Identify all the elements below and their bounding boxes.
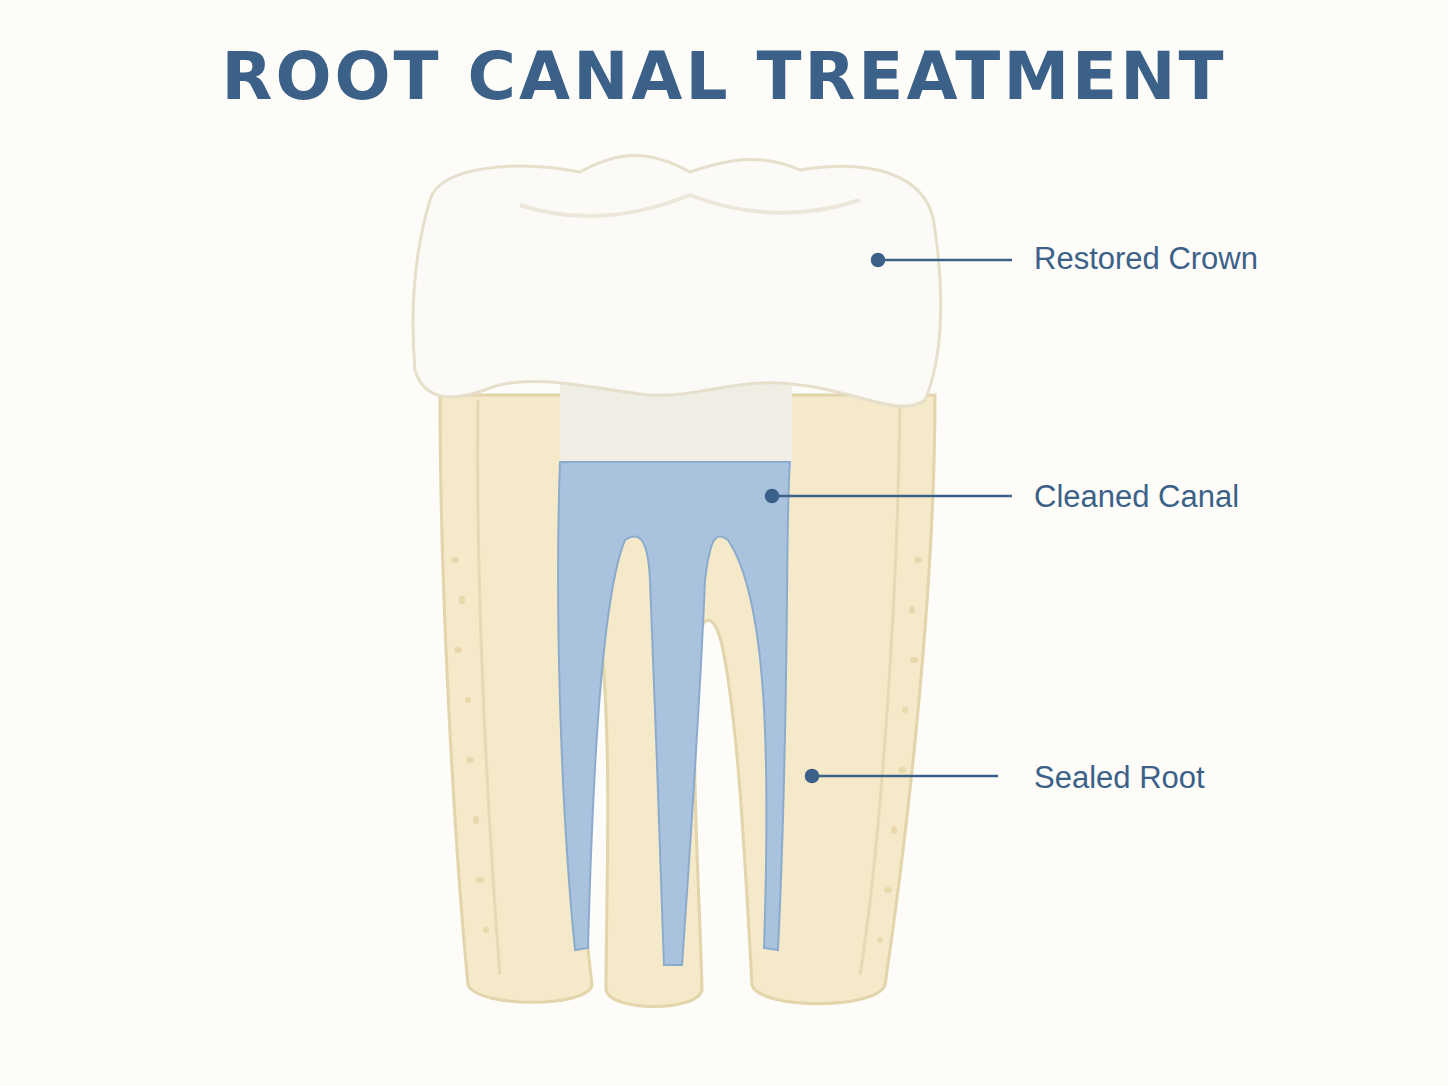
part-label: Cleaned Canal xyxy=(1034,481,1239,512)
part-label: Restored Crown xyxy=(1034,243,1258,274)
dentin-line xyxy=(860,400,900,975)
diagram-title: ROOT CANAL TREATMENT xyxy=(0,44,1448,110)
tooth-root xyxy=(440,395,935,1007)
tooth-crown xyxy=(413,156,941,407)
root-canal xyxy=(558,462,790,965)
crown-groove xyxy=(520,195,860,216)
part-label: Sealed Root xyxy=(1034,762,1205,793)
leader-line xyxy=(766,254,1012,782)
dentin-line xyxy=(478,400,500,975)
